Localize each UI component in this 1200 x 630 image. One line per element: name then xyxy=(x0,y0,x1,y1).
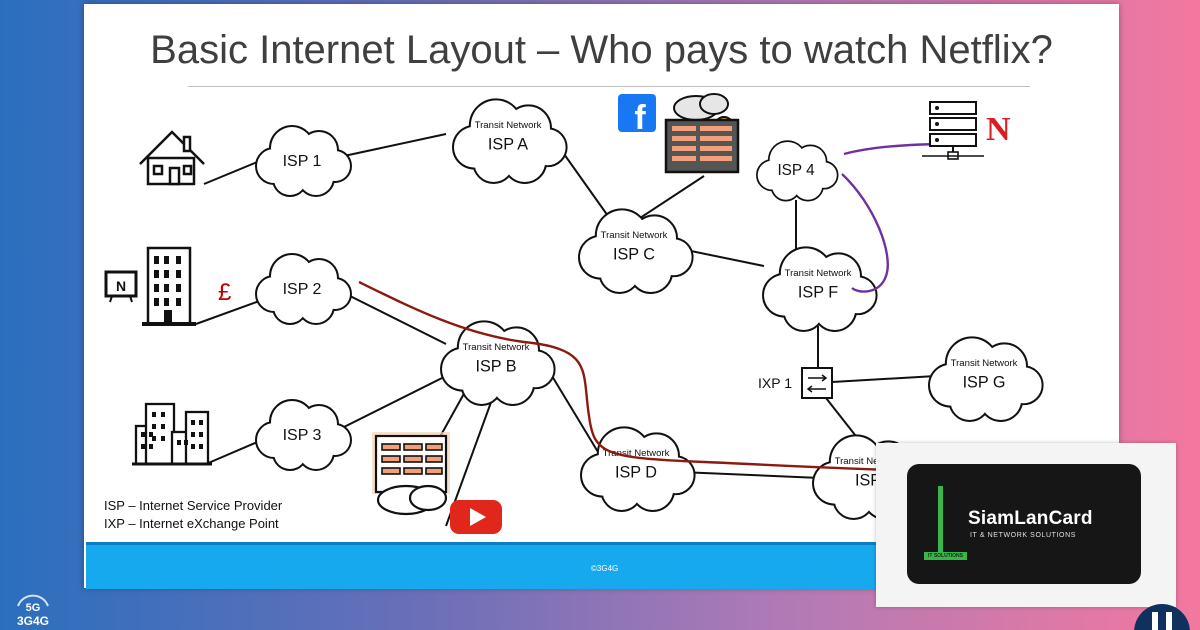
cloud-ispC: Transit Network ISP C xyxy=(578,208,694,294)
link-isp3-ispB xyxy=(341,375,447,429)
ixp-label: IXP 1 xyxy=(758,375,792,391)
logo-line1: 5G xyxy=(26,602,41,614)
logo-line2: 3G4G xyxy=(17,614,49,628)
legend-ixp: IXP – Internet eXchange Point xyxy=(104,516,279,531)
link-ixp1-ispG xyxy=(831,375,937,383)
link-ispB-ispD xyxy=(551,375,599,453)
footer-copyright: ©3G4G xyxy=(591,564,619,573)
ispE-label: ISP xyxy=(855,472,881,490)
data-center-icon xyxy=(664,93,740,174)
link-datacenter-ispC xyxy=(633,175,705,223)
youtube-icon xyxy=(450,500,502,534)
cloud-isp4: ISP 4 xyxy=(756,140,839,202)
ispA-label: ISP A xyxy=(488,136,528,154)
isp3-label: ISP 3 xyxy=(283,427,322,444)
network-diagram: ISP 1 ISP 2 ISP 3 ISP 4 Transit Network … xyxy=(104,93,1044,534)
link-isp2-ispB xyxy=(341,291,447,345)
link-house-isp1 xyxy=(203,159,263,185)
brand-card: SiamLanCard IT & NETWORK SOLUTIONS IT SO… xyxy=(907,464,1141,584)
link-building-isp2 xyxy=(195,299,263,325)
ispG-label: ISP G xyxy=(963,374,1006,392)
link-isp1-ispA xyxy=(343,133,447,157)
slide-title: Basic Internet Layout – Who pays to watc… xyxy=(150,28,1053,72)
server-rack-icon xyxy=(372,432,450,516)
netflix-icon: N xyxy=(986,111,1011,148)
brand-name: SiamLanCard xyxy=(968,508,1093,529)
tv-icon: N xyxy=(104,270,138,303)
ispF-sub: Transit Network xyxy=(785,268,852,279)
ispD-sub: Transit Network xyxy=(603,448,670,459)
city-buildings-icon xyxy=(132,402,212,466)
isp1-label: ISP 1 xyxy=(283,153,322,170)
link-city-isp3 xyxy=(205,439,263,465)
title-divider xyxy=(188,86,1030,87)
brand-tagline: IT & NETWORK SOLUTIONS xyxy=(970,532,1077,539)
ispG-sub: Transit Network xyxy=(951,358,1018,369)
ixp-switch-icon xyxy=(801,367,833,399)
facebook-letter: f xyxy=(634,99,646,137)
isp4-label: ISP 4 xyxy=(777,162,815,179)
brand-accent-bar xyxy=(938,486,943,558)
corner-decoration xyxy=(1134,604,1190,630)
cloud-ispD: Transit Network ISP D xyxy=(580,426,696,512)
tv-netflix-letter: N xyxy=(116,278,126,294)
cloud-ispE: Transit Network ISP xyxy=(812,434,928,520)
slide: Basic Internet Layout – Who pays to watc… xyxy=(84,4,1119,589)
ispD-label: ISP D xyxy=(615,464,657,482)
link-ispC-ispF xyxy=(685,249,765,267)
ispA-sub: Transit Network xyxy=(475,120,542,131)
server-stack-icon xyxy=(922,101,984,160)
cloud-ispB: Transit Network ISP B xyxy=(440,320,556,406)
house-icon xyxy=(139,130,205,186)
cloud-ispA: Transit Network ISP A xyxy=(452,98,568,184)
cloud-ispF: Transit Network ISP F xyxy=(762,246,878,332)
cloud-isp1: ISP 1 xyxy=(255,125,352,197)
ispC-label: ISP C xyxy=(613,246,655,264)
isp2-label: ISP 2 xyxy=(283,281,322,298)
ispF-label: ISP F xyxy=(798,284,838,302)
link-ispA-ispC xyxy=(563,153,609,217)
brand-overlay: SiamLanCard IT & NETWORK SOLUTIONS IT SO… xyxy=(876,443,1176,607)
facebook-icon: f xyxy=(618,94,656,137)
cloud-isp3: ISP 3 xyxy=(255,399,352,471)
brand-badge: IT SOLUTIONS xyxy=(924,552,967,560)
cloud-isp2: ISP 2 xyxy=(255,253,352,325)
ispE-sub: Transit Network xyxy=(835,456,902,467)
netflix-traffic-path xyxy=(358,280,895,472)
ispC-sub: Transit Network xyxy=(601,230,668,241)
link-ispD-ispE xyxy=(679,471,821,479)
ispB-sub: Transit Network xyxy=(463,342,530,353)
ispB-label: ISP B xyxy=(475,358,516,376)
legend-isp: ISP – Internet Service Provider xyxy=(104,498,283,513)
office-building-icon xyxy=(142,246,196,326)
cloud-ispG: Transit Network ISP G xyxy=(928,336,1044,422)
currency-symbol: £ xyxy=(218,279,231,306)
3g4g-logo: 5G 3G4G xyxy=(17,594,49,628)
